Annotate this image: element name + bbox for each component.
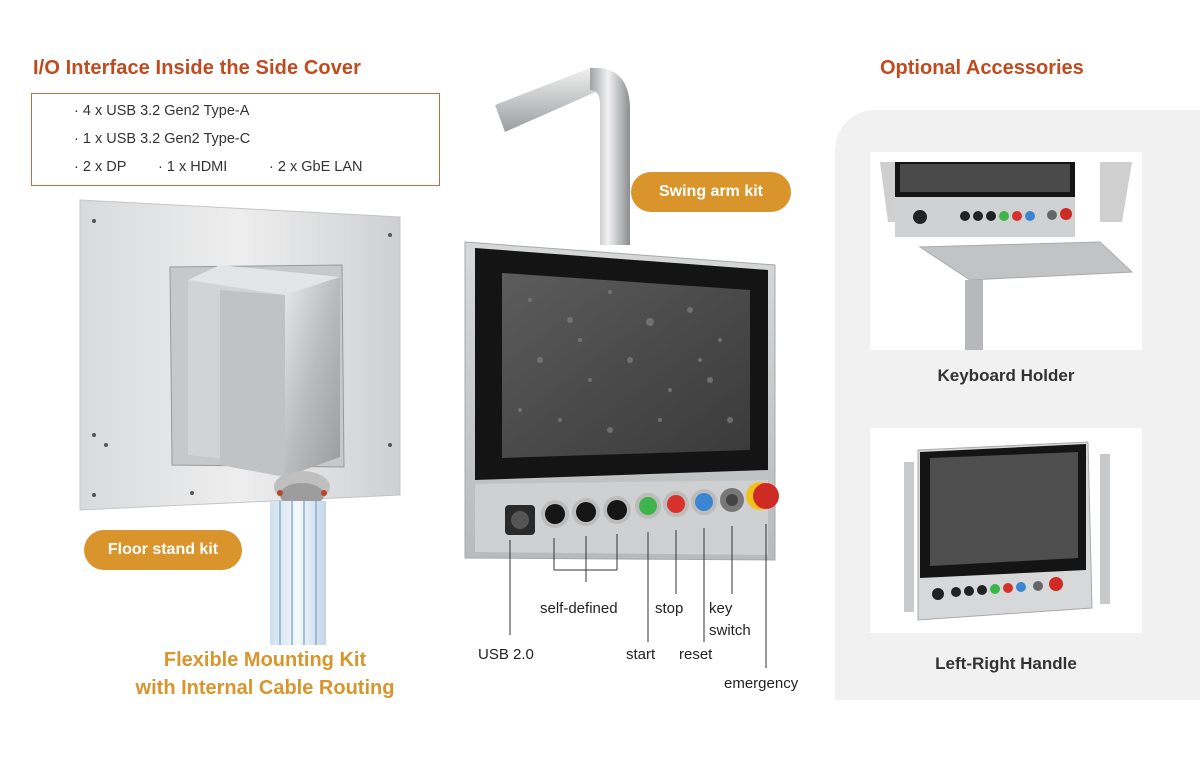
left-right-handle-card [870,428,1142,633]
panel-pc-illustration [464,67,779,561]
swing-arm-kit-pill: Swing arm kit [631,172,791,212]
keyboard-holder-image [880,162,1134,350]
floor-stand-kit-pill: Floor stand kit [84,530,242,570]
io-spec-line-3a: · 2 x DP [74,159,127,175]
emergency-label: emergency [724,675,799,692]
io-spec-box: · 4 x USB 3.2 Gen2 Type-A · 1 x USB 3.2 … [31,93,440,186]
caption-line-1: Flexible Mounting Kit [163,649,367,671]
self-defined-label: self-defined [540,600,618,617]
rear-panel-illustration [79,199,401,645]
stop-label: stop [655,600,684,617]
left-right-handle-caption: Left-Right Handle [935,654,1077,673]
key-label: key [709,600,733,617]
flexible-mounting-caption: Flexible Mounting Kit with Internal Cabl… [60,646,470,702]
reset-label: reset [679,646,713,663]
io-spec-line-1: · 4 x USB 3.2 Gen2 Type-A [74,103,250,119]
usb-label: USB 2.0 [478,646,534,663]
io-spec-line-3c: · 2 x GbE LAN [269,159,363,175]
switch-label: switch [709,622,751,639]
io-section-title: I/O Interface Inside the Side Cover [33,57,362,79]
io-spec-line-3b: · 1 x HDMI [158,159,228,175]
caption-line-2: with Internal Cable Routing [135,677,395,699]
io-spec-line-2: · 1 x USB 3.2 Gen2 Type-C [74,131,251,147]
left-right-handle-image [904,441,1110,621]
callout-lines [509,524,767,668]
keyboard-holder-card [870,152,1142,350]
accessories-title: Optional Accessories [880,57,1084,79]
keyboard-holder-caption: Keyboard Holder [937,366,1075,385]
start-label: start [626,646,656,663]
